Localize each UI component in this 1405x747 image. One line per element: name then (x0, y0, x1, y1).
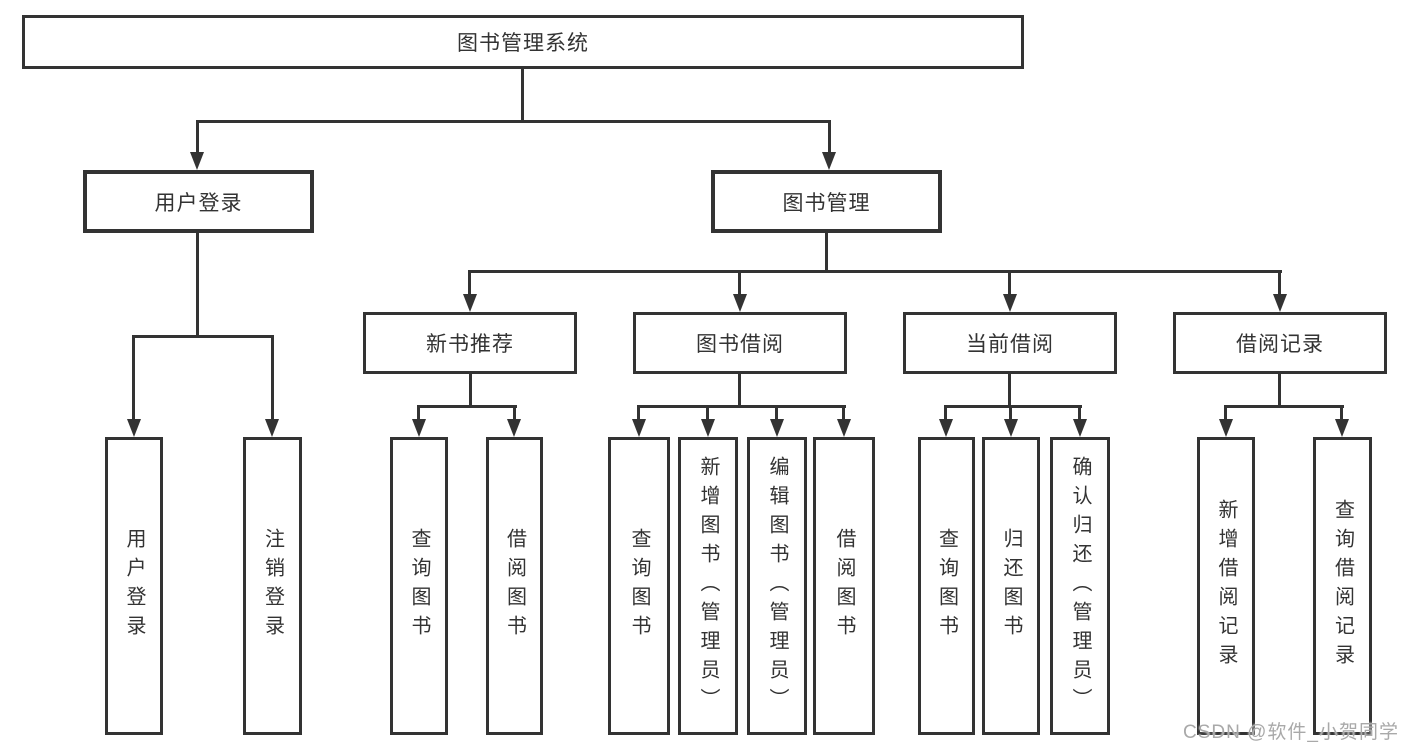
connector-line (132, 335, 135, 419)
leaf-return-books: 归还图书 (982, 437, 1040, 735)
arrow-down-icon (1073, 419, 1087, 437)
leaf-label: 归还图书 (1000, 528, 1022, 644)
arrow-down-icon (1004, 419, 1018, 437)
arrow-down-icon (837, 419, 851, 437)
node-borrow-records: 借阅记录 (1173, 312, 1387, 374)
leaf-label: 查询借阅记录 (1331, 499, 1354, 673)
watermark: CSDN @软件_小贺同学 (1183, 722, 1399, 743)
connector-line (828, 120, 831, 154)
leaf-borrow-books: 借阅图书 (813, 437, 875, 735)
connector-line (468, 270, 471, 296)
leaf-query-books-borrow: 查询图书 (608, 437, 670, 735)
leaf-label: 注销登录 (261, 528, 284, 644)
connector-line (825, 233, 828, 273)
leaf-add-borrow-record: 新增借阅记录 (1197, 437, 1255, 735)
connector-line (637, 405, 846, 408)
leaf-label: 借阅图书 (503, 528, 526, 644)
node-book-management: 图书管理 (711, 170, 942, 233)
node-label: 当前借阅 (966, 333, 1054, 356)
leaf-user-login: 用户登录 (105, 437, 163, 735)
node-label: 借阅记录 (1236, 333, 1324, 356)
leaf-borrow-books-recommend: 借阅图书 (486, 437, 543, 735)
leaf-label: 借阅图书 (833, 528, 855, 644)
connector-line (417, 405, 517, 408)
arrow-down-icon (1273, 294, 1287, 312)
arrow-down-icon (733, 294, 747, 312)
arrow-down-icon (412, 419, 426, 437)
leaf-label: 查询图书 (408, 528, 430, 644)
leaf-label: 确认归还（管理员） (1069, 455, 1091, 717)
connector-line (706, 405, 709, 421)
connector-line (196, 233, 199, 338)
arrow-down-icon (701, 419, 715, 437)
connector-line (738, 270, 741, 296)
arrow-down-icon (632, 419, 646, 437)
node-label: 图书管理系统 (457, 32, 589, 55)
node-user-login: 用户登录 (83, 170, 314, 233)
arrow-down-icon (939, 419, 953, 437)
node-label: 图书借阅 (696, 333, 784, 356)
leaf-label: 查询图书 (628, 528, 650, 644)
connector-line (468, 270, 1282, 273)
leaf-label: 编辑图书（管理员） (766, 455, 788, 717)
connector-line (513, 405, 516, 421)
connector-line (521, 68, 524, 123)
node-library-management-system: 图书管理系统 (22, 15, 1024, 69)
connector-line (1224, 405, 1227, 421)
arrow-down-icon (1003, 294, 1017, 312)
connector-line (775, 405, 778, 421)
connector-line (1008, 374, 1011, 408)
node-current-borrow: 当前借阅 (903, 312, 1117, 374)
connector-line (196, 120, 199, 154)
leaf-query-books-current: 查询图书 (918, 437, 975, 735)
node-book-borrow: 图书借阅 (633, 312, 847, 374)
node-label: 新书推荐 (426, 333, 514, 356)
connector-line (944, 405, 947, 421)
connector-line (1224, 405, 1344, 408)
node-label: 图书管理 (782, 191, 871, 215)
connector-line (1278, 270, 1281, 296)
connector-line (738, 374, 741, 408)
connector-line (196, 120, 831, 123)
leaf-edit-book-admin: 编辑图书（管理员） (747, 437, 807, 735)
leaf-label: 新增借阅记录 (1215, 499, 1237, 673)
leaf-query-books-recommend: 查询图书 (390, 437, 448, 735)
leaf-confirm-return-admin: 确认归还（管理员） (1050, 437, 1110, 735)
arrow-down-icon (127, 419, 141, 437)
connector-line (417, 405, 420, 421)
connector-line (1078, 405, 1081, 421)
node-label: 用户登录 (154, 191, 243, 215)
connector-line (1340, 405, 1343, 421)
connector-line (1008, 270, 1011, 296)
arrow-down-icon (507, 419, 521, 437)
leaf-add-book-admin: 新增图书（管理员） (678, 437, 738, 735)
leaf-label: 查询图书 (935, 528, 958, 644)
connector-line (842, 405, 845, 421)
leaf-query-borrow-record: 查询借阅记录 (1313, 437, 1372, 735)
connector-line (637, 405, 640, 421)
connector-line (469, 374, 472, 408)
leaf-label: 用户登录 (123, 528, 145, 644)
connector-line (944, 405, 1082, 408)
arrow-down-icon (190, 152, 204, 170)
arrow-down-icon (463, 294, 477, 312)
leaf-logout: 注销登录 (243, 437, 302, 735)
connector-line (271, 335, 274, 419)
arrow-down-icon (1219, 419, 1233, 437)
leaf-label: 新增图书（管理员） (697, 455, 719, 717)
node-new-book-recommend: 新书推荐 (363, 312, 577, 374)
arrow-down-icon (770, 419, 784, 437)
arrow-down-icon (822, 152, 836, 170)
connector-line (1278, 374, 1281, 408)
arrow-down-icon (1335, 419, 1349, 437)
connector-line (132, 335, 274, 338)
arrow-down-icon (265, 419, 279, 437)
connector-line (1009, 405, 1012, 421)
